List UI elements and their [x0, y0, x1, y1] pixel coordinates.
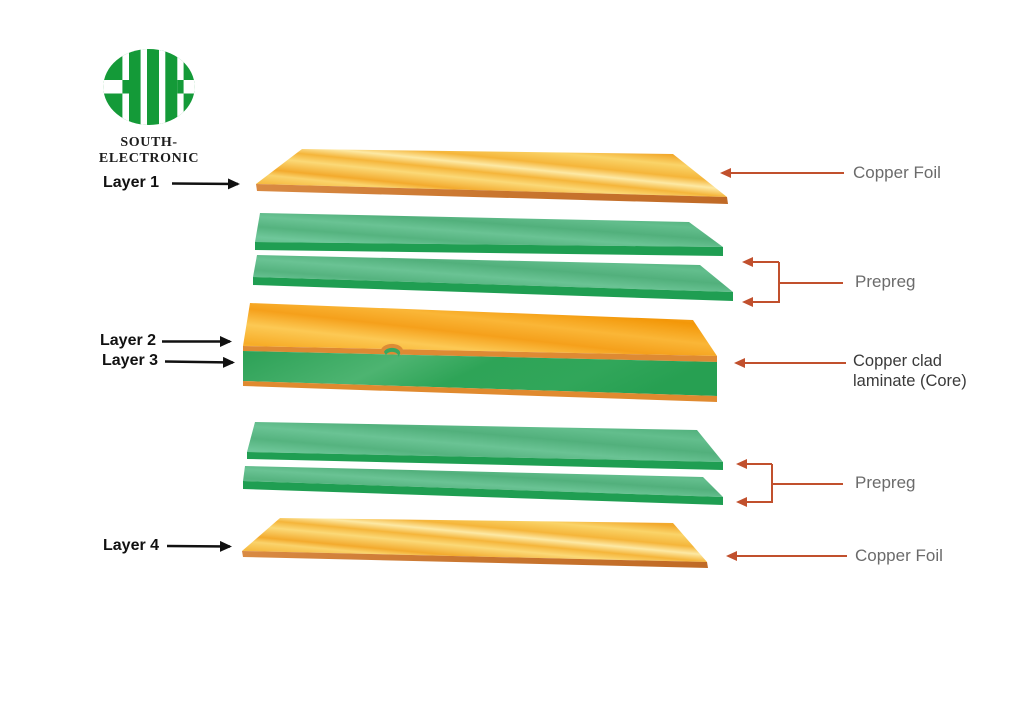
prepreg-top-bracket	[742, 257, 843, 307]
layer-4-arrow	[166, 540, 232, 552]
layer-4-label: Layer 4	[103, 537, 160, 554]
copper-foil-top-label: Copper Foil	[853, 163, 941, 182]
layer-2-label: Layer 2	[100, 332, 157, 349]
core-notch	[381, 343, 404, 356]
prepreg-bottom-label: Prepreg	[855, 473, 916, 492]
core-layer	[243, 303, 717, 402]
prepreg-bottom-bracket	[736, 459, 843, 507]
brand-name: SOUTH-ELECTRONIC	[98, 135, 200, 166]
layer-1-arrow	[171, 178, 240, 190]
brand-block: SOUTH-ELECTRONIC	[83, 48, 215, 167]
core-label: Copper clad laminate (Core)	[853, 352, 967, 390]
layer-3-arrow	[164, 356, 235, 368]
prepreg-bottom-sheets	[243, 422, 723, 505]
hh-monogram-icon	[103, 49, 195, 125]
copper-foil-bottom-label: Copper Foil	[855, 546, 943, 565]
prepreg-top-sheets	[253, 213, 733, 301]
copper-foil-top-layer	[256, 149, 728, 204]
layer-3-label: Layer 3	[102, 352, 159, 369]
layer-1-label: Layer 1	[103, 174, 160, 191]
copper-foil-bottom-layer	[242, 518, 708, 568]
prepreg-top-label: Prepreg	[855, 272, 916, 291]
